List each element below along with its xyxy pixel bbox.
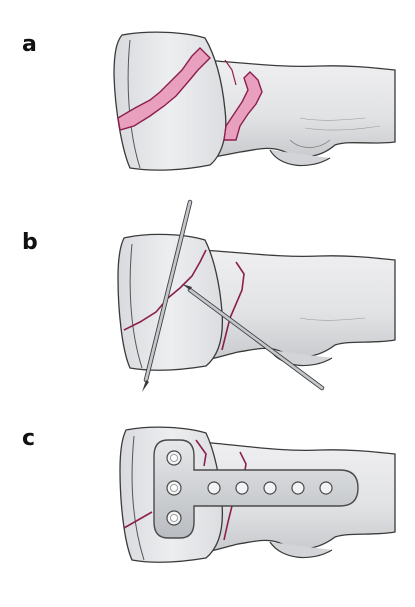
fracture-line-c1 <box>123 511 153 529</box>
screw-hole-2 <box>166 480 182 496</box>
screw-hole-4 <box>207 481 221 495</box>
fracture-line-c4 <box>223 505 233 541</box>
t-plate <box>153 439 359 539</box>
panel-label-c: c <box>22 426 36 451</box>
k-wire-b1 <box>142 199 193 392</box>
fracture-gap-a2 <box>223 71 263 141</box>
panel-c-illustration <box>119 426 396 563</box>
screw-hole-7 <box>291 481 305 495</box>
panel-label-b: b <box>22 230 38 255</box>
bone-shaft-a <box>194 59 396 161</box>
screw-hole-3 <box>166 510 182 526</box>
bone-shaft-b <box>195 249 396 363</box>
screw-hole-6 <box>263 481 277 495</box>
panel-b-illustration <box>117 199 396 392</box>
k-wire-b2 <box>182 284 325 391</box>
screw-hole-8 <box>319 481 333 495</box>
panel-a-illustration <box>113 31 396 171</box>
fracture-gap-a1 <box>117 47 211 131</box>
fracture-line-c2 <box>195 439 207 467</box>
screw-hole-1 <box>166 450 182 466</box>
panel-label-a: a <box>22 32 37 57</box>
fracture-line-b2 <box>221 261 245 351</box>
fracture-line-b1 <box>123 249 207 331</box>
screw-hole-5 <box>235 481 249 495</box>
